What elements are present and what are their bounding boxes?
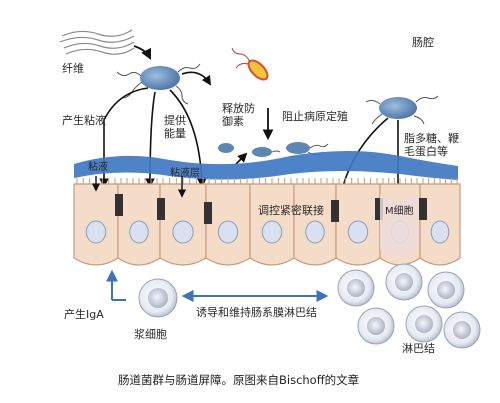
lymphocyte bbox=[337, 269, 375, 307]
epithelial-cell bbox=[249, 178, 295, 266]
lymphocyte bbox=[385, 263, 423, 301]
epithelial-cell bbox=[419, 178, 461, 266]
epithelial-cell bbox=[159, 178, 207, 266]
cell-nucleus bbox=[261, 220, 283, 244]
lymphocyte bbox=[427, 271, 465, 309]
label-provide-energy: 提供能量 bbox=[164, 113, 186, 140]
m-cell bbox=[380, 194, 418, 256]
label-regulate-tight-junction: 调控紧密联接 bbox=[258, 203, 324, 217]
label-induce-maintain: 诱导和维持肠系膜淋巴结 bbox=[196, 305, 317, 319]
epithelial-cell bbox=[293, 178, 337, 266]
label-lumen: 肠腔 bbox=[412, 35, 434, 49]
figure-caption: 肠道菌群与肠道屏障。原图来自Bischoff的文章 bbox=[118, 373, 359, 387]
fiber-strands bbox=[59, 29, 135, 55]
lymphocyte bbox=[405, 305, 443, 343]
bacterium-main bbox=[116, 63, 201, 105]
label-lps-flagellin: 脂多糖、鞭毛蛋白等 bbox=[404, 131, 459, 158]
cell-nucleus bbox=[85, 220, 107, 244]
cell-nucleus bbox=[172, 220, 194, 244]
cell-nucleus bbox=[217, 220, 239, 244]
lymphocyte bbox=[357, 307, 395, 345]
defensin-arrow bbox=[235, 152, 248, 165]
mucus-layer bbox=[74, 151, 458, 180]
label-release-defensins: 释放防御素 bbox=[222, 101, 255, 128]
iga-arrow bbox=[106, 269, 126, 301]
label-produce-iga: 产生IgA bbox=[64, 307, 104, 321]
epithelial-cell bbox=[205, 178, 251, 266]
plasma-cell bbox=[138, 278, 178, 318]
fiber-arrow bbox=[133, 45, 151, 60]
cell-nucleus bbox=[347, 220, 369, 244]
epithelial-cell bbox=[335, 178, 381, 266]
epithelial-cell bbox=[73, 178, 119, 266]
cell-nucleus bbox=[129, 220, 149, 244]
cell-nucleus bbox=[430, 220, 450, 244]
label-m-cell: M细胞 bbox=[385, 204, 414, 217]
arrows-into-cells bbox=[91, 176, 187, 198]
lymphocyte bbox=[443, 311, 481, 349]
label-mucus: 粘液 bbox=[88, 160, 108, 173]
label-produce-mucus: 产生粘液 bbox=[62, 113, 106, 127]
pathogen-bacterium bbox=[231, 47, 269, 81]
label-mucus-layer: 粘液层 bbox=[170, 166, 200, 179]
label-fiber: 纤维 bbox=[62, 62, 84, 75]
epithelial-cell bbox=[117, 178, 161, 266]
bacterium-right bbox=[365, 95, 439, 125]
label-lymph-node: 淋巴结 bbox=[402, 342, 435, 355]
label-plasma-cell: 浆细胞 bbox=[134, 327, 167, 341]
tight-junctions bbox=[115, 194, 427, 224]
lymph-node-cluster bbox=[337, 263, 481, 349]
label-block-pathogen: 阻止病原定殖 bbox=[282, 109, 348, 123]
cell-nucleus bbox=[305, 220, 325, 244]
mucus-bacteria bbox=[218, 142, 329, 157]
